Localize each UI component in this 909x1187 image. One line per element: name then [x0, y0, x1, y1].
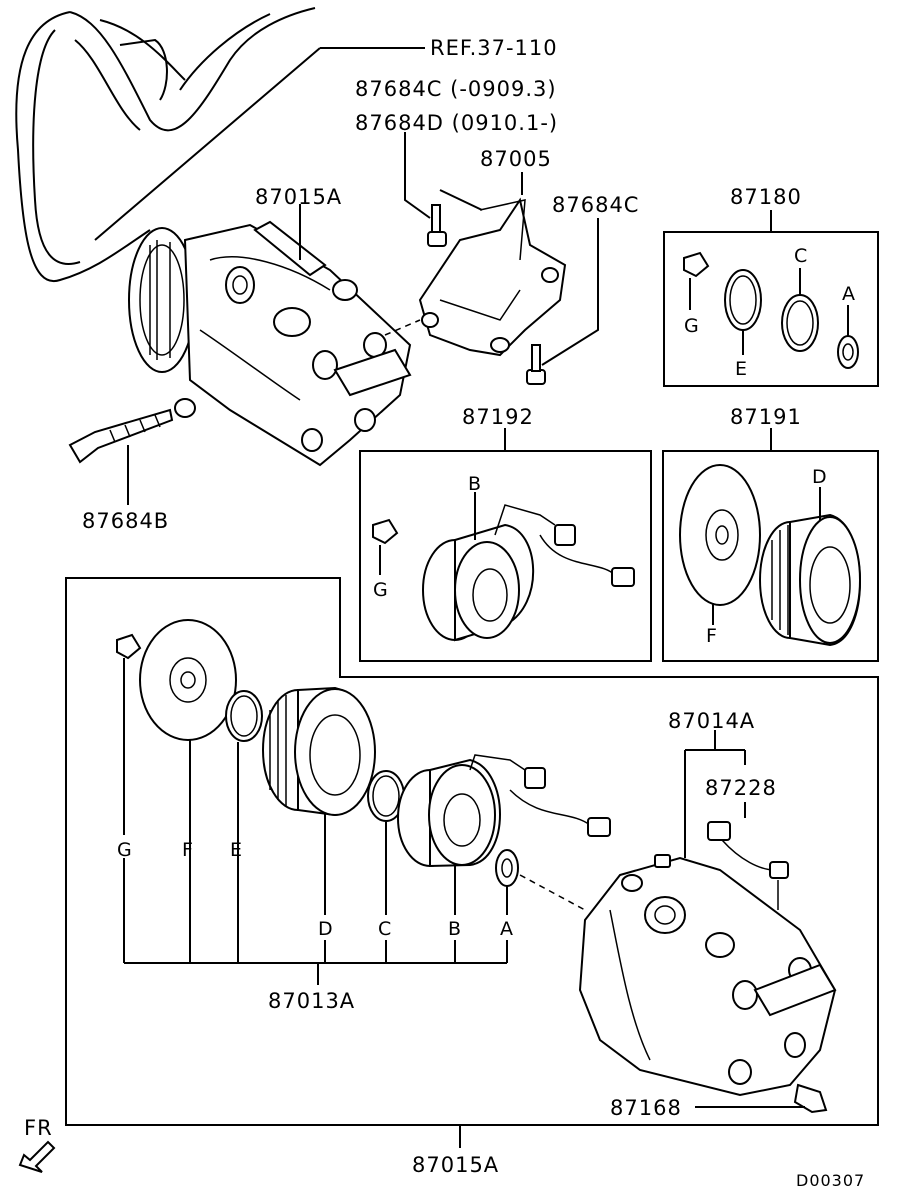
label-87684c-old: 87684C (-0909.3) — [355, 77, 557, 101]
letter-b-87192: B — [468, 473, 482, 495]
field-coil-b — [397, 754, 611, 868]
compressor-bottom — [578, 854, 837, 1097]
clutch-plate-f-87191 — [679, 464, 761, 625]
label-87168: 87168 — [610, 1096, 682, 1120]
label-87180: 87180 — [730, 185, 802, 209]
drive-belt — [15, 7, 316, 283]
label-ref-37-110: REF.37-110 — [430, 36, 558, 60]
letter-f: F — [182, 839, 194, 861]
letter-e-87180: E — [735, 358, 748, 380]
label-87191: 87191 — [730, 405, 802, 429]
letter-g-87180: G — [684, 315, 700, 337]
label-87015a-bottom: 87015A — [412, 1153, 499, 1177]
letter-a: A — [500, 918, 514, 940]
label-87014a: 87014A — [668, 709, 755, 733]
compressor-top — [128, 220, 412, 467]
letter-c: C — [378, 918, 392, 940]
label-87228: 87228 — [705, 776, 777, 800]
front-arrow-icon — [18, 1140, 56, 1173]
nut-g-87192 — [372, 518, 399, 575]
letter-g: G — [117, 839, 133, 861]
letter-b: B — [448, 918, 462, 940]
assembly-outline-87015a — [65, 577, 879, 1126]
label-87684d-new: 87684D (0910.1-) — [355, 111, 558, 135]
nut-g — [116, 633, 142, 660]
washer-a-87180 — [837, 305, 859, 369]
label-87013a: 87013A — [268, 989, 355, 1013]
bolt-87684c-right — [526, 344, 546, 385]
label-87684b: 87684B — [82, 509, 169, 533]
bolt-87684b — [68, 408, 174, 464]
snap-ring-e — [225, 690, 263, 742]
label-87015a-top: 87015A — [255, 185, 342, 209]
clutch-plate-f — [139, 619, 237, 741]
label-diagram-code: D00307 — [796, 1171, 865, 1187]
snap-ring-e-87180 — [724, 269, 762, 355]
field-coil-b-87192 — [422, 492, 635, 642]
letter-e: E — [230, 839, 243, 861]
nut-g-87180 — [683, 251, 710, 310]
letter-d-87191: D — [812, 466, 828, 488]
letter-a-87180: A — [842, 283, 856, 305]
letter-c-87180: C — [794, 245, 808, 267]
wire-harness-87228 — [707, 821, 789, 910]
label-87005: 87005 — [480, 147, 552, 171]
letter-f-87191: F — [706, 625, 718, 647]
relief-valve-87168 — [793, 1083, 828, 1114]
label-87192: 87192 — [462, 405, 534, 429]
label-87684c-bolt: 87684C — [552, 193, 639, 217]
bracket-87005 — [418, 197, 567, 357]
pulley-d — [262, 686, 376, 817]
washer-a — [495, 849, 519, 887]
snap-ring-c-87180 — [781, 268, 819, 352]
letter-d: D — [318, 918, 334, 940]
letter-g-87192: G — [373, 579, 389, 601]
pulley-d-87191 — [759, 487, 861, 647]
label-fr: FR — [24, 1116, 53, 1140]
bolt-87684c-top — [427, 204, 447, 247]
